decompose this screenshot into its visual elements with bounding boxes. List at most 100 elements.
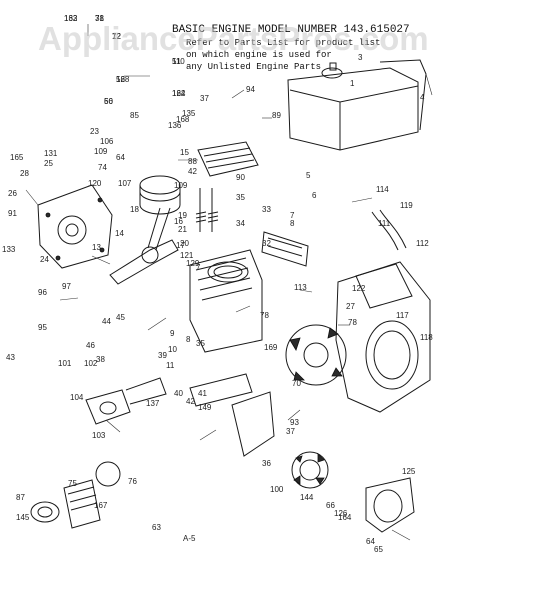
callout-44: 44 — [102, 317, 111, 326]
callout-66: 66 — [326, 501, 335, 510]
callout-6: 6 — [312, 191, 317, 200]
manual-packet — [355, 263, 413, 309]
callout-52: 52 — [116, 75, 125, 84]
callout-56: 56 — [104, 97, 113, 106]
header-line-4: any Unlisted Engine Parts — [186, 62, 321, 72]
callout-8: 8 — [290, 219, 295, 228]
callout-149: 149 — [198, 403, 212, 412]
callout-34: 34 — [236, 219, 245, 228]
callout-26: 26 — [8, 189, 17, 198]
blower-housing — [335, 261, 431, 413]
callout-113: 113 — [294, 283, 307, 292]
recoil-starter — [365, 477, 415, 533]
carburetor — [85, 377, 167, 425]
callout-17: 17 — [176, 241, 185, 250]
callout-168: 168 — [176, 115, 190, 124]
callout-35: 35 — [236, 193, 245, 202]
callout-126: 126 — [334, 509, 348, 518]
callout-137: 137 — [146, 399, 160, 408]
fuel-line — [371, 209, 407, 251]
callout-132: 132 — [64, 14, 78, 23]
callout-120: 120 — [88, 179, 102, 188]
callout-167: 167 — [94, 501, 108, 510]
callout-87: 87 — [16, 493, 25, 502]
callout-88: 88 — [188, 157, 197, 166]
callout-39: 39 — [158, 351, 167, 360]
callout-112: 112 — [416, 239, 429, 248]
callout-93: 93 — [290, 418, 299, 427]
callout-4: 4 — [420, 93, 425, 102]
callout-18: 18 — [130, 205, 139, 214]
callout-70: 70 — [292, 379, 301, 388]
callout-16: 16 — [174, 217, 183, 226]
callout-163: 163 — [64, 14, 78, 23]
callout-111: 111 — [378, 219, 391, 228]
page-code: A-5 — [183, 534, 196, 543]
muffler-shield — [261, 231, 309, 267]
callout-162: 162 — [172, 89, 186, 98]
callout-12: 12 — [112, 32, 121, 41]
callout-46: 46 — [86, 341, 95, 350]
callout-35: 35 — [196, 339, 205, 348]
callout-110: 110 — [172, 57, 185, 66]
header-line-3: on which engine is used for — [186, 50, 332, 60]
callout-21: 21 — [178, 225, 187, 234]
callout-85: 85 — [130, 111, 139, 120]
callout-96: 96 — [38, 288, 47, 297]
header-line-1: BASIC ENGINE MODEL NUMBER 143.615027 — [172, 24, 410, 36]
callout-41: 41 — [198, 389, 207, 398]
callout-45: 45 — [116, 313, 125, 322]
callout-23: 23 — [90, 127, 99, 136]
callout-63: 63 — [152, 523, 161, 532]
callout-131: 131 — [44, 149, 58, 158]
callout-107: 107 — [118, 179, 132, 188]
callout-10: 10 — [168, 345, 177, 354]
callout-42: 42 — [186, 397, 195, 406]
callout-129: 129 — [186, 259, 200, 268]
callout-104: 104 — [70, 393, 84, 402]
callout-60: 60 — [104, 97, 113, 106]
callout-37: 37 — [286, 427, 295, 436]
callout-8: 8 — [186, 335, 191, 344]
callout-24: 24 — [40, 255, 49, 264]
callout-36: 36 — [262, 459, 271, 468]
callout-1: 1 — [350, 79, 355, 88]
callout-42: 42 — [188, 167, 197, 176]
callout-125: 125 — [402, 467, 416, 476]
callout-72: 72 — [112, 32, 121, 41]
callout-15: 15 — [180, 148, 189, 157]
callout-168: 168 — [116, 75, 130, 84]
engine-block — [189, 249, 263, 353]
callout-103: 103 — [92, 431, 106, 440]
callout-136: 136 — [168, 121, 182, 130]
callout-9: 9 — [170, 329, 175, 338]
callout-28: 28 — [20, 169, 29, 178]
callout-100: 100 — [270, 485, 284, 494]
callout-78: 78 — [260, 311, 269, 320]
callout-11: 11 — [166, 361, 175, 370]
callout-76: 76 — [128, 477, 137, 486]
callout-118: 118 — [420, 333, 433, 342]
callout-7: 7 — [196, 263, 201, 272]
callout-75: 75 — [68, 479, 77, 488]
piston — [139, 175, 181, 215]
fuel-tank — [287, 59, 427, 151]
callout-106: 106 — [100, 137, 114, 146]
callout-33: 33 — [262, 205, 271, 214]
callout-121: 121 — [180, 251, 194, 260]
callout-119: 119 — [400, 201, 413, 210]
callout-164: 164 — [338, 513, 352, 522]
callout-13: 13 — [92, 243, 101, 252]
callout-122: 122 — [352, 284, 366, 293]
callout-91: 91 — [8, 209, 17, 218]
header-line-2: Refer to Parts List for product list — [186, 38, 380, 48]
callout-40: 40 — [174, 389, 183, 398]
watermark: AppliancePartsPros.com — [38, 20, 429, 57]
callout-124: 124 — [172, 89, 186, 98]
callout-89: 89 — [272, 111, 281, 120]
callout-117: 117 — [396, 311, 409, 320]
callout-27: 27 — [346, 302, 355, 311]
callout-37: 37 — [200, 94, 209, 103]
